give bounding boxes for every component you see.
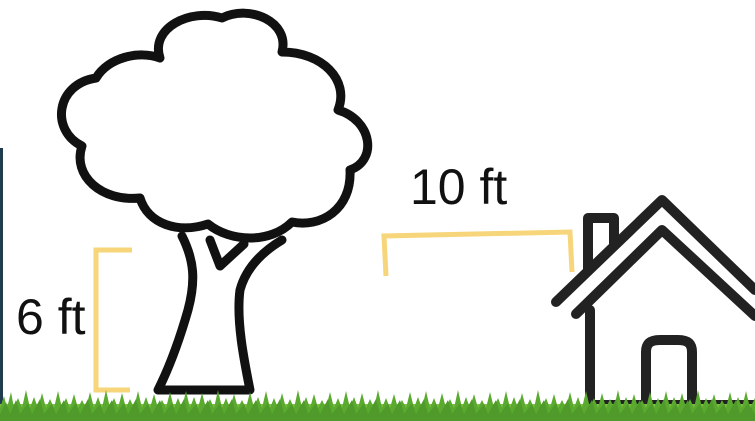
house-icon	[556, 200, 755, 405]
distance-bracket	[384, 232, 572, 276]
left-edge-bar	[0, 148, 3, 410]
distance-label: 10 ft	[410, 162, 507, 212]
tree-branch	[210, 240, 244, 266]
height-bracket	[96, 250, 132, 390]
tree-canopy	[61, 13, 367, 238]
house-door	[646, 340, 692, 405]
tree-icon	[61, 13, 367, 390]
house-roof-inner	[576, 230, 755, 316]
house-walls	[590, 310, 755, 405]
tree-height-label: 6 ft	[16, 292, 85, 342]
